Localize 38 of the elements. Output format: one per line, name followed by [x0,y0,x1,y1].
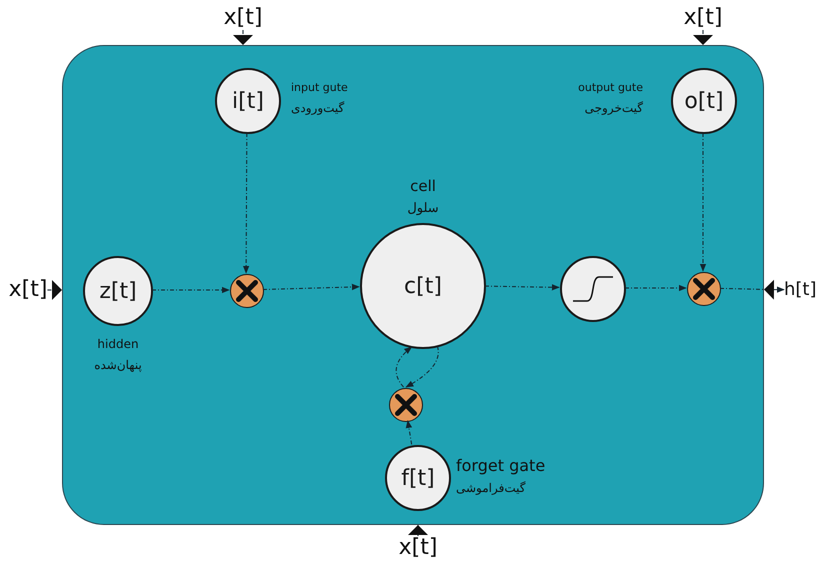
arrow [624,284,687,292]
arrow [408,524,428,536]
gate-caption: پنهان‌شده [94,358,142,372]
multiply-circle [230,274,264,308]
gate-caption: گیت‌ورودی [291,101,344,115]
arrow [242,132,250,274]
multiply-circle [687,272,721,306]
arrow [405,346,439,388]
arrow [720,280,785,300]
arrow [406,420,412,445]
arrow [233,30,253,46]
gate-caption: output gute [578,81,643,94]
gate-circle: o[t] [671,68,737,134]
signal-label: x[t] [684,6,722,30]
arrow [693,30,713,46]
gate-caption: cell [410,177,436,195]
gate-circle: z[t] [83,256,153,326]
arrow [700,132,706,272]
arrow [46,280,62,300]
gate-caption: گیت‌خروجی [584,101,643,115]
gate-circle: c[t] [360,223,486,349]
signal-label: x[t] [224,6,262,30]
signal-label: x[t] [398,536,438,560]
multiply-circle [389,388,423,422]
gate-caption: input gute [291,81,348,94]
gate-caption: گیت‌فراموشی [456,481,526,495]
block-background [62,45,764,525]
gate-circle: i[t] [215,68,281,134]
arrow [152,286,230,294]
arrow [396,346,412,388]
gate-caption: forget gate [456,456,546,475]
signal-label: h[t] [784,278,816,302]
gate-caption: hidden [97,337,139,351]
arrow [484,284,560,290]
signal-label: x[t] [8,278,48,302]
gate-caption: سلول [407,201,439,216]
arrow [262,284,360,290]
gate-circle: f[t] [385,445,451,511]
